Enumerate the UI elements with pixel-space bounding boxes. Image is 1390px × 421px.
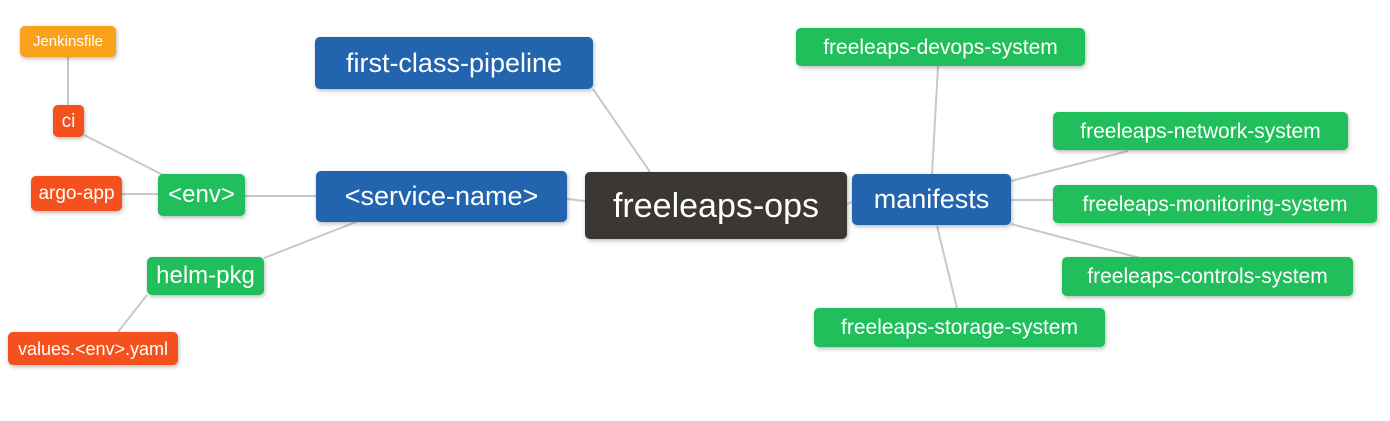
mindmap-node-helm-pkg[interactable]: helm-pkg: [147, 257, 264, 295]
edge-service-name-helm-pkg: [263, 221, 357, 259]
edge-manifests-freeleaps-network-system: [1010, 150, 1129, 182]
mindmap-node-freeleaps-ops[interactable]: freeleaps-ops: [585, 172, 847, 239]
edge-manifests-freeleaps-controls-system: [1010, 223, 1141, 259]
edge-ci-env: [83, 134, 166, 177]
mindmap-node-ci[interactable]: ci: [53, 105, 84, 137]
mindmap-node-freeleaps-network-system[interactable]: freeleaps-network-system: [1053, 112, 1348, 150]
mindmap-node-freeleaps-devops-system[interactable]: freeleaps-devops-system: [796, 28, 1085, 66]
edge-helm-pkg-values-env-yaml: [117, 294, 148, 333]
mindmap-node-freeleaps-storage-system[interactable]: freeleaps-storage-system: [814, 308, 1105, 347]
edge-service-name-freeleaps-ops: [566, 198, 586, 202]
edge-freeleaps-ops-manifests: [846, 201, 853, 205]
mindmap-node-jenkinsfile[interactable]: Jenkinsfile: [20, 26, 116, 57]
mindmap-node-freeleaps-controls-system[interactable]: freeleaps-controls-system: [1062, 257, 1353, 296]
mindmap-node-service-name[interactable]: <service-name>: [316, 171, 567, 222]
edge-manifests-freeleaps-devops-system: [931, 65, 939, 175]
mindmap-node-manifests[interactable]: manifests: [852, 174, 1011, 225]
mindmap-node-values-env-yaml[interactable]: values.<env>.yaml: [8, 332, 178, 365]
mindmap-node-argo-app[interactable]: argo-app: [31, 176, 122, 211]
mindmap-node-env[interactable]: <env>: [158, 174, 245, 216]
mindmap-node-first-class-pipeline[interactable]: first-class-pipeline: [315, 37, 593, 89]
mindmap-node-freeleaps-monitoring-system[interactable]: freeleaps-monitoring-system: [1053, 185, 1377, 223]
edge-first-class-pipeline-freeleaps-ops: [592, 88, 651, 173]
edge-manifests-freeleaps-storage-system: [936, 225, 958, 309]
